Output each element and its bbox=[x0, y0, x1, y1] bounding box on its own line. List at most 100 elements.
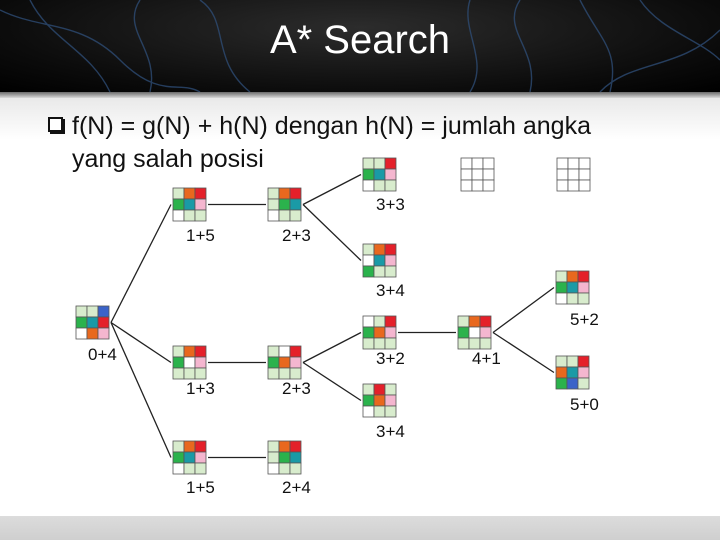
puzzle-cell bbox=[194, 440, 207, 453]
puzzle-cell bbox=[555, 355, 568, 368]
puzzle-cell bbox=[567, 157, 580, 170]
puzzle-cell bbox=[172, 187, 185, 200]
puzzle-cell bbox=[172, 198, 185, 211]
puzzle-cell bbox=[75, 305, 88, 318]
puzzle-cell bbox=[172, 345, 185, 358]
tree-edge-c1-d1 bbox=[492, 286, 555, 334]
content-area bbox=[0, 98, 720, 516]
puzzle-cell bbox=[289, 451, 302, 464]
puzzle-cell bbox=[384, 394, 397, 407]
puzzle-cell bbox=[578, 168, 591, 181]
node-cost-label: 1+5 bbox=[186, 478, 215, 497]
puzzle-cell bbox=[183, 462, 196, 475]
puzzle-node-a1: 1+5 bbox=[172, 187, 215, 245]
puzzle-cell bbox=[194, 462, 207, 475]
header-decoration bbox=[0, 0, 720, 92]
puzzle-cell bbox=[172, 440, 185, 453]
puzzle-cell bbox=[267, 367, 280, 380]
puzzle-cell bbox=[578, 179, 591, 192]
puzzle-cell bbox=[373, 179, 386, 192]
puzzle-cell bbox=[457, 326, 470, 339]
node-cost-label: 1+3 bbox=[186, 379, 215, 398]
puzzle-node-e1: 1+5 bbox=[172, 440, 215, 497]
puzzle-cell bbox=[278, 198, 291, 211]
header-divider bbox=[0, 92, 720, 98]
puzzle-cell bbox=[278, 209, 291, 222]
puzzle-cell bbox=[577, 281, 590, 294]
puzzle-cell bbox=[97, 305, 110, 318]
puzzle-cell bbox=[468, 337, 481, 350]
puzzle-cell bbox=[194, 345, 207, 358]
puzzle-cell bbox=[362, 326, 375, 339]
puzzle-cell bbox=[278, 451, 291, 464]
puzzle-cell bbox=[457, 315, 470, 328]
tree-edge-a2-a3 bbox=[302, 173, 362, 206]
footer-bar bbox=[0, 516, 720, 540]
puzzle-cell bbox=[172, 356, 185, 369]
puzzle-node-d2: 5+0 bbox=[555, 355, 599, 414]
puzzle-cell bbox=[384, 265, 397, 278]
puzzle-cell bbox=[172, 451, 185, 464]
puzzle-cell bbox=[566, 292, 579, 305]
puzzle-cell bbox=[362, 383, 375, 396]
puzzle-cell bbox=[384, 405, 397, 418]
puzzle-cell bbox=[471, 179, 484, 192]
tree-edge-a2-a4 bbox=[302, 204, 362, 261]
node-cost-label: 5+2 bbox=[570, 310, 599, 329]
puzzle-cell bbox=[267, 356, 280, 369]
puzzle-cell bbox=[373, 394, 386, 407]
puzzle-node-a2: 2+3 bbox=[267, 187, 311, 245]
puzzle-node-a3: 3+3 bbox=[362, 157, 405, 214]
puzzle-cell bbox=[555, 281, 568, 294]
puzzle-node-b1: 1+3 bbox=[172, 345, 215, 398]
puzzle-cell bbox=[362, 265, 375, 278]
puzzle-cell bbox=[362, 179, 375, 192]
puzzle-cell bbox=[183, 451, 196, 464]
node-cost-label: 3+4 bbox=[376, 281, 405, 300]
puzzle-node-b3: 3+2 bbox=[362, 315, 405, 368]
puzzle-cell bbox=[373, 326, 386, 339]
puzzle-cell bbox=[373, 265, 386, 278]
puzzle-cell bbox=[362, 394, 375, 407]
puzzle-cell bbox=[468, 315, 481, 328]
puzzle-cell bbox=[86, 327, 99, 340]
puzzle-cell bbox=[183, 187, 196, 200]
puzzle-cell bbox=[384, 168, 397, 181]
puzzle-cell bbox=[362, 168, 375, 181]
puzzle-cell bbox=[267, 345, 280, 358]
puzzle-cell bbox=[479, 337, 492, 350]
puzzle-cell bbox=[278, 462, 291, 475]
puzzle-cell bbox=[373, 405, 386, 418]
node-cost-label: 5+0 bbox=[570, 395, 599, 414]
puzzle-cell bbox=[194, 356, 207, 369]
puzzle-cell bbox=[384, 383, 397, 396]
puzzle-cell bbox=[289, 367, 302, 380]
node-cost-label: 1+5 bbox=[186, 226, 215, 245]
puzzle-cell bbox=[289, 198, 302, 211]
bullet-icon bbox=[48, 117, 63, 132]
puzzle-node-e2: 2+4 bbox=[267, 440, 311, 497]
puzzle-cell bbox=[86, 316, 99, 329]
puzzle-cell bbox=[384, 326, 397, 339]
puzzle-cell bbox=[362, 315, 375, 328]
puzzle-cell bbox=[183, 367, 196, 380]
puzzle-cell bbox=[194, 209, 207, 222]
puzzle-cell bbox=[97, 316, 110, 329]
puzzle-cell bbox=[482, 157, 495, 170]
puzzle-cell bbox=[373, 254, 386, 267]
puzzle-cell bbox=[373, 315, 386, 328]
puzzle-cell bbox=[172, 367, 185, 380]
puzzle-cell bbox=[556, 168, 569, 181]
puzzle-cell bbox=[479, 326, 492, 339]
puzzle-cell bbox=[384, 254, 397, 267]
puzzle-cell bbox=[555, 292, 568, 305]
puzzle-cell bbox=[384, 243, 397, 256]
puzzle-cell bbox=[471, 157, 484, 170]
node-cost-label: 3+4 bbox=[376, 422, 405, 441]
puzzle-cell bbox=[278, 345, 291, 358]
puzzle-cell bbox=[278, 367, 291, 380]
node-cost-label: 2+3 bbox=[282, 226, 311, 245]
